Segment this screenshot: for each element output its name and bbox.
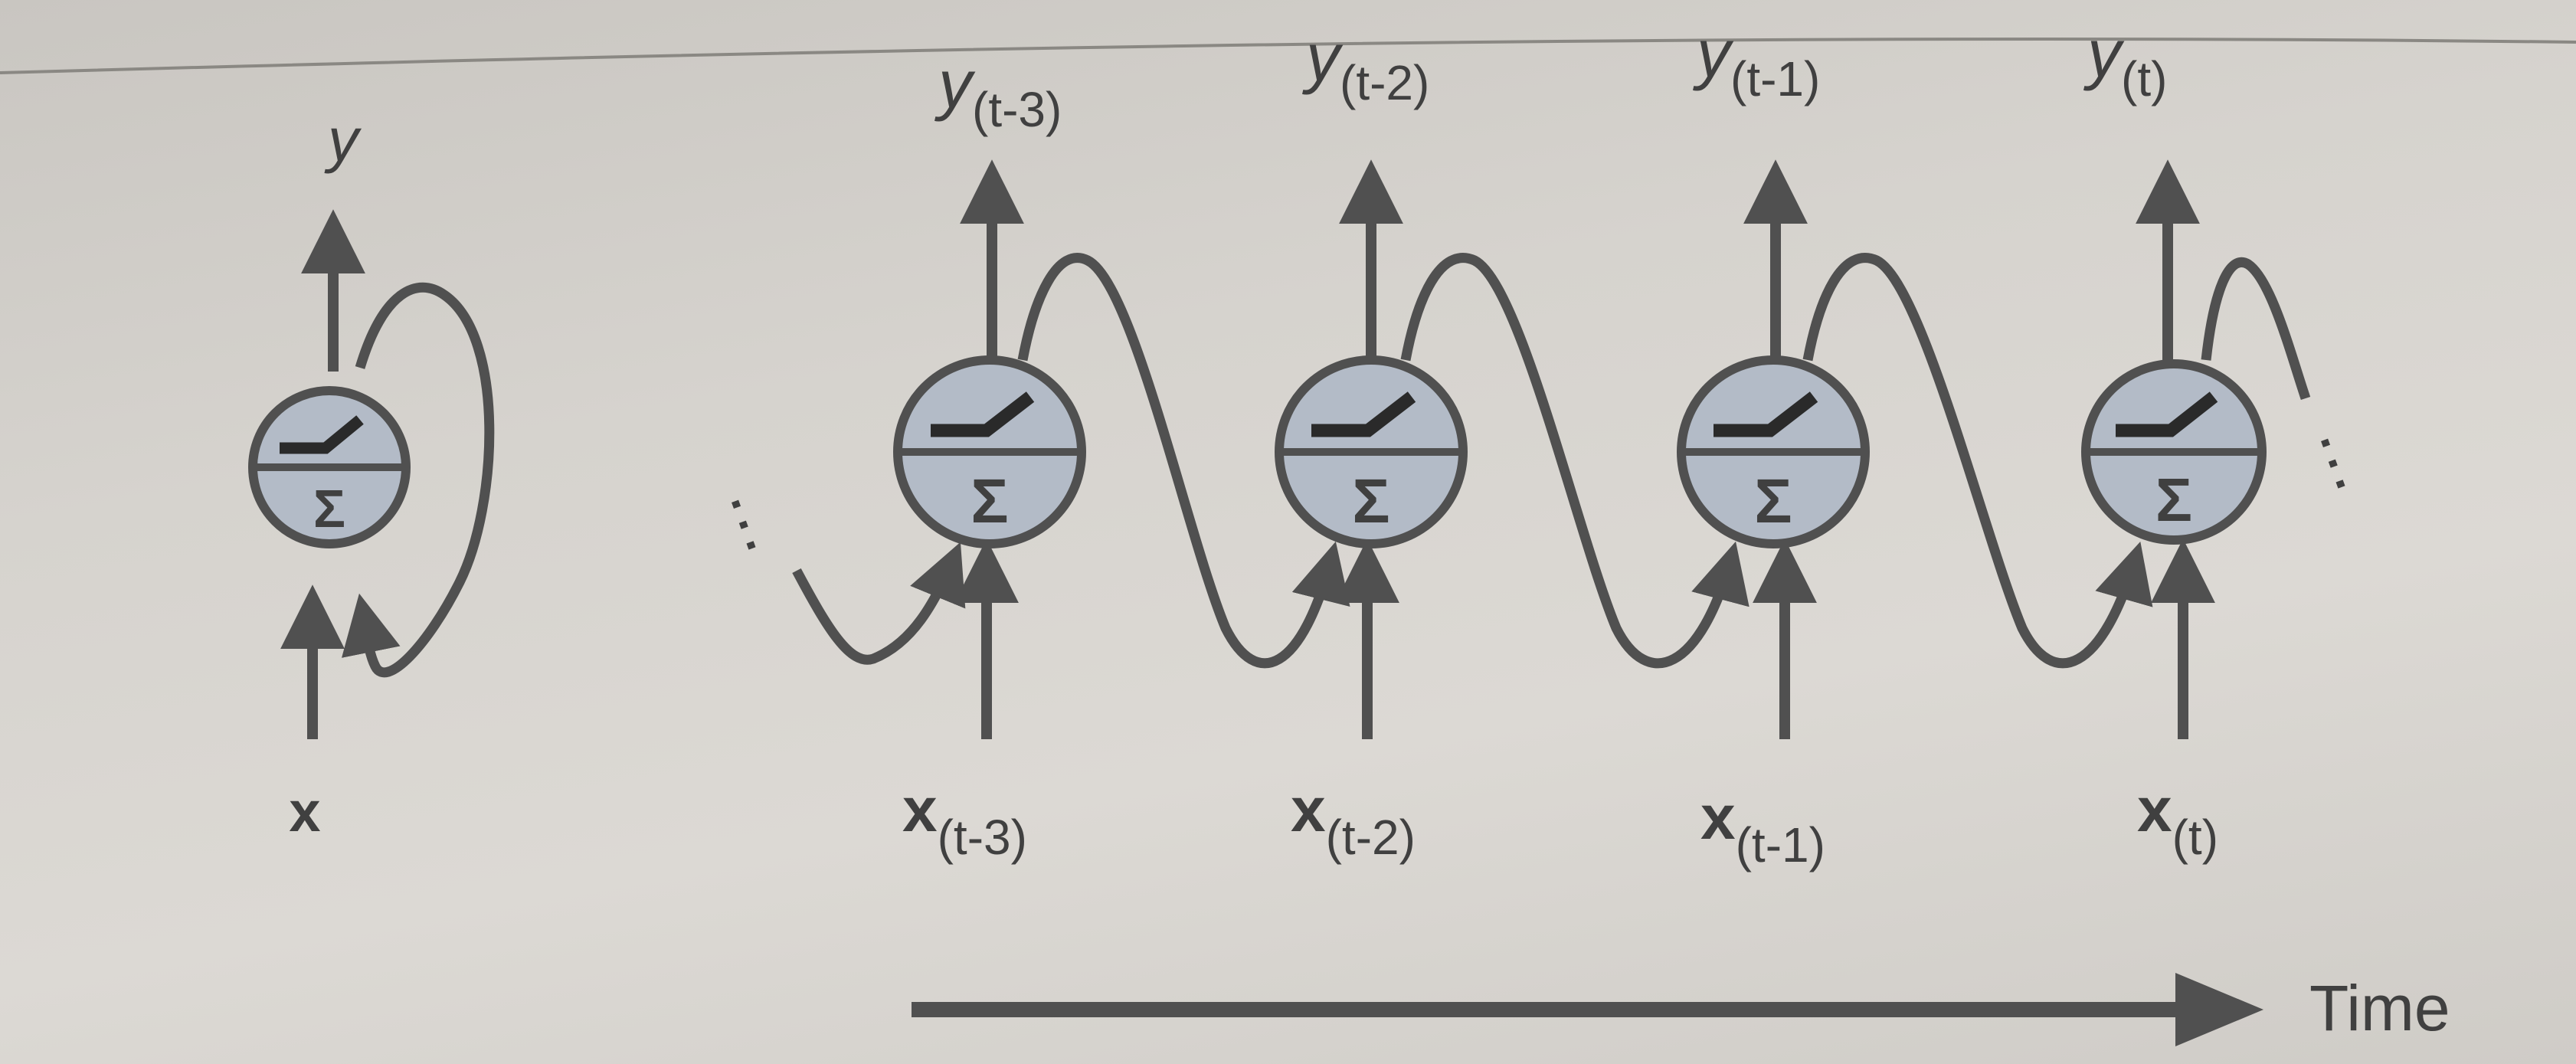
page-edge-line (0, 37, 2576, 74)
recurrent-link-1 (1017, 253, 1350, 669)
relu-activation-icon (2116, 391, 2218, 437)
sum-symbol: Σ (313, 479, 345, 539)
time-step-t-2: Σ y(t-2) x(t-2) (1275, 19, 1468, 865)
time-label: Time (2309, 972, 2450, 1044)
time-step-t-3: Σ y(t-3) x(t-3) (893, 46, 1086, 865)
time-step-t: Σ y(t) x(t) (2081, 15, 2267, 865)
time-arrow-head (2175, 973, 2263, 1046)
sum-symbol: Σ (2155, 466, 2192, 534)
relu-activation-icon (931, 391, 1035, 437)
folded-input-label: x (289, 780, 320, 843)
folded-output-label: y (324, 106, 362, 174)
recurrent-link-end (2201, 257, 2311, 401)
sum-symbol: Σ (971, 467, 1008, 536)
time-step-t-1: Σ y(t-1) x(t-1) (1677, 15, 1870, 872)
output-label: y(t-3) (934, 46, 1062, 137)
sum-symbol: Σ (1754, 467, 1792, 536)
time-axis: Time (912, 972, 2450, 1046)
relu-activation-icon (1311, 391, 1416, 437)
leading-ellipsis: … (714, 473, 810, 564)
recurrent-link-start (792, 542, 966, 665)
trailing-ellipsis: … (2303, 411, 2399, 503)
input-label: x(t) (2137, 775, 2218, 865)
folded-recurrent-loop (341, 282, 495, 678)
output-label: y(t-1) (1693, 15, 1820, 106)
relu-activation-icon (1714, 391, 1818, 437)
input-label: x(t-2) (1291, 775, 1416, 865)
relu-activation-icon (280, 415, 364, 454)
recurrent-link-3 (1802, 253, 2153, 669)
folded-neuron: Σ (248, 386, 411, 548)
output-label: y(t) (2083, 15, 2167, 106)
input-label: x(t-1) (1700, 783, 1825, 872)
input-label: x(t-3) (902, 775, 1027, 865)
output-label: y(t-2) (1302, 19, 1429, 110)
recurrent-link-2 (1400, 253, 1750, 669)
folded-neuron-group: Σ y x (248, 106, 495, 843)
unrolled-sequence: … … Σ y(t-3) x(t-3) Σ y(t-2) (714, 15, 2399, 872)
sum-symbol: Σ (1352, 467, 1389, 536)
